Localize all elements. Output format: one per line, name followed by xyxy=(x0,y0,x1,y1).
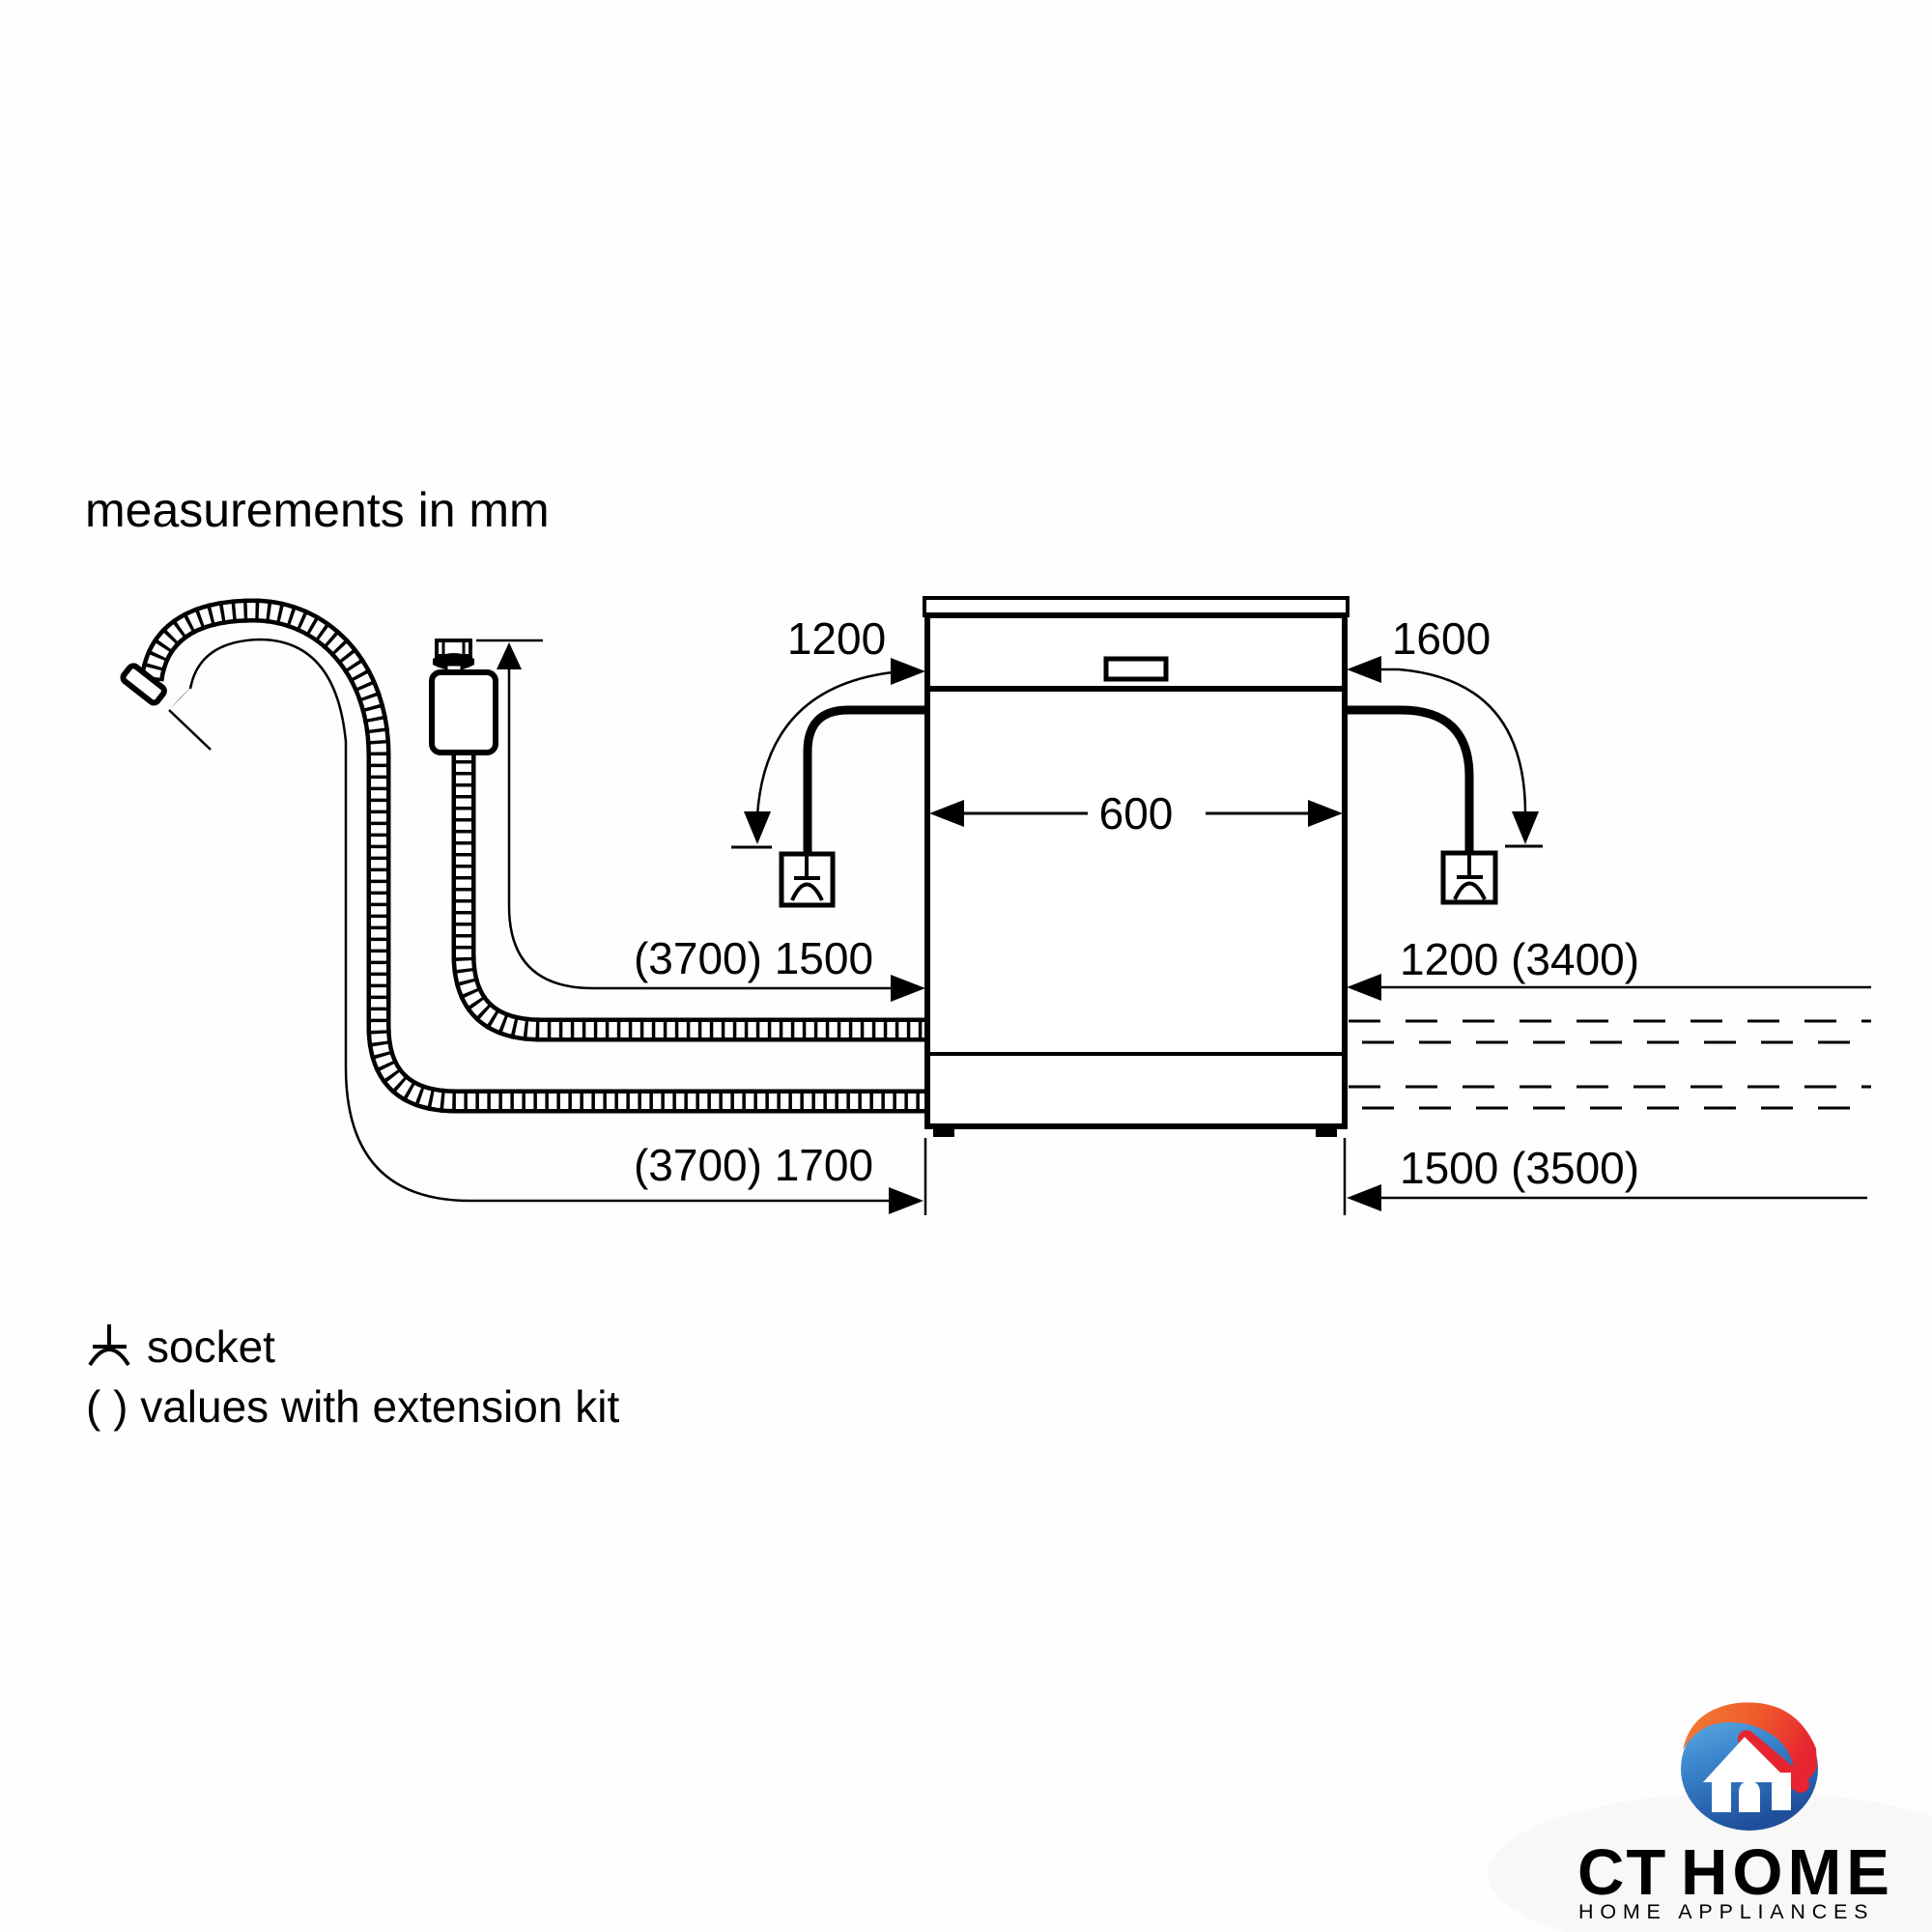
drain-hose xyxy=(120,598,925,1114)
dim-left-socket: 1200 xyxy=(731,613,925,849)
arrow-right-icon xyxy=(891,658,925,685)
logo-flame-swoosh xyxy=(1683,1702,1817,1789)
power-cord-right xyxy=(1347,705,1474,851)
dim-label-right-bottom: 1500 (3500) xyxy=(1400,1143,1639,1193)
arrow-right-icon xyxy=(1308,800,1343,827)
dim-width-600: 600 xyxy=(929,788,1343,838)
dim-label-1600: 1600 xyxy=(1392,613,1491,664)
logo-text-ct: CT xyxy=(1577,1836,1667,1909)
logo-roof-edge xyxy=(1738,1730,1809,1793)
socket-symbol-icon xyxy=(88,1324,130,1367)
dim-label-inlet: (3700) 1500 xyxy=(634,933,873,983)
socket-icon-left xyxy=(779,851,836,908)
legend-socket-label: socket xyxy=(147,1321,275,1372)
dim-right-top: 1200 (3400) xyxy=(1347,934,1871,1001)
dim-right-socket: 1600 xyxy=(1347,613,1543,848)
dim-label-1200: 1200 xyxy=(787,613,886,664)
page-title: measurements in mm xyxy=(85,483,550,537)
dishwasher-body xyxy=(924,612,1348,1129)
foot-right xyxy=(1316,1126,1337,1137)
arrow-downleft-icon xyxy=(169,681,197,710)
dashed-extension-lines xyxy=(1349,1019,1871,1110)
inlet-hose xyxy=(451,749,925,1042)
arrow-left-icon xyxy=(1347,1184,1381,1211)
dim-right-bottom: 1500 (3500) xyxy=(1347,1143,1867,1211)
dim-label-right-top: 1200 (3400) xyxy=(1400,934,1639,984)
arrow-up-icon xyxy=(497,642,522,669)
tap-valve-icon xyxy=(429,639,543,755)
door-handle xyxy=(1103,656,1169,682)
legend-extension-label: ( ) values with extension kit xyxy=(86,1381,619,1432)
foot-left xyxy=(933,1126,954,1137)
cthome-logo: CT HOME HOME APPLIANCES xyxy=(1488,1702,1932,1932)
dishwasher-outline xyxy=(923,596,1350,1137)
cthome-logo-mark xyxy=(1681,1702,1818,1831)
dim-inlet-hose: (3700) 1500 xyxy=(497,642,925,1002)
arrow-left-icon xyxy=(1347,974,1381,1001)
arrow-left-icon xyxy=(929,800,964,827)
socket-icon-right xyxy=(1440,850,1498,905)
drain-hose-end-cap xyxy=(120,663,167,706)
logo-text-home: HOME xyxy=(1681,1836,1894,1909)
dim-label-drain: (3700) 1700 xyxy=(634,1140,873,1190)
tap-flange xyxy=(433,653,474,670)
logo-house-icon xyxy=(1703,1737,1791,1812)
legend: socket ( ) values with extension kit xyxy=(86,1321,619,1432)
arrow-down-icon xyxy=(744,811,771,844)
arrow-left-icon xyxy=(1347,656,1381,683)
logo-tagline: HOME APPLIANCES xyxy=(1578,1900,1874,1923)
arrow-right-icon xyxy=(891,975,925,1002)
dim-drain-hose: (3700) 1700 xyxy=(168,638,923,1214)
arrow-right-icon xyxy=(889,1187,923,1214)
valve-body xyxy=(429,669,498,755)
arrow-down-icon xyxy=(1512,811,1539,844)
power-cord-left xyxy=(803,705,925,852)
dim-label-width: 600 xyxy=(1099,788,1174,838)
logo-backdrop xyxy=(1488,1792,1932,1932)
